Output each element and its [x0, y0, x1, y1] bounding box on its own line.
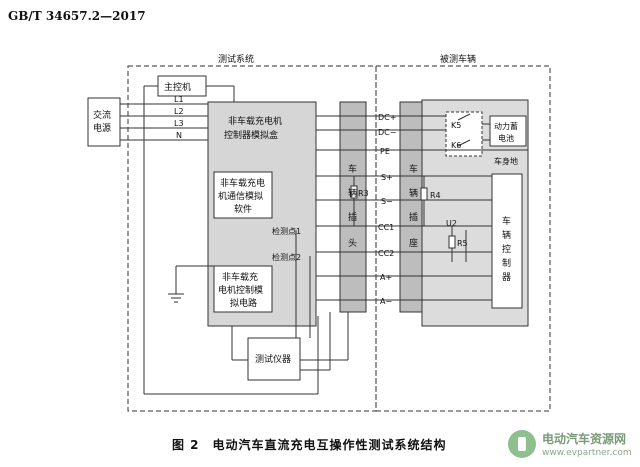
standard-number: GB/T 34657.2—2017 — [8, 9, 146, 23]
comm-software-label-2: 机通信模拟 — [218, 190, 263, 202]
control-circuit-box — [213, 265, 273, 313]
vehicle-controller-char-4: 制 — [502, 257, 511, 269]
plug-char-1: 车 — [348, 163, 357, 175]
vehicle-title: 被测车辆 — [440, 53, 476, 65]
watermark-logo-icon — [508, 430, 536, 458]
vehicle-controller-char-2: 辆 — [502, 229, 511, 241]
phase-n: N — [176, 131, 182, 140]
resistor-r5 — [448, 235, 456, 249]
battery-label-2: 电池 — [498, 133, 514, 143]
vehicle-plug-column — [339, 101, 367, 313]
signal-a-plus: A+ — [380, 273, 392, 282]
signal-cc2: CC2 — [378, 249, 394, 258]
chassis-ground-label: 车身地 — [494, 156, 518, 166]
vehicle-controller-char-5: 器 — [502, 272, 511, 283]
simulator-label-1: 非车载充电机 — [228, 115, 282, 127]
vehicle-controller-char-1: 车 — [502, 215, 511, 227]
test-instrument-label: 测试仪器 — [255, 353, 291, 365]
comm-software-label-1: 非车载充电 — [220, 177, 265, 189]
control-circuit-label-1: 非车载充 — [222, 271, 258, 283]
r3-label: R3 — [358, 189, 369, 198]
vehicle-controller-char-3: 控 — [502, 243, 511, 255]
signal-a-minus: A− — [380, 297, 392, 306]
k6-label: K6 — [451, 141, 461, 150]
control-circuit-label-2: 电机控制模 — [218, 284, 263, 296]
socket-char-2: 辆 — [409, 187, 418, 199]
plug-char-2: 辆 — [348, 187, 357, 199]
socket-char-3: 插 — [409, 211, 418, 223]
r4-label: R4 — [430, 191, 441, 200]
detection-point-1: 检测点1 — [272, 226, 301, 236]
k5-label: K5 — [451, 121, 461, 130]
plug-char-4: 头 — [348, 238, 357, 249]
signal-cc1: CC1 — [378, 223, 394, 232]
phase-l2: L2 — [174, 107, 184, 116]
vehicle-boundary — [375, 65, 551, 412]
signal-dc-plus: DC+ — [378, 113, 396, 122]
signal-s-minus: S− — [381, 197, 393, 206]
ac-source-box — [87, 97, 121, 147]
signal-bus — [316, 115, 528, 301]
socket-char-1: 车 — [409, 163, 418, 175]
ac-source-label-1: 交流 — [93, 109, 111, 121]
plug-char-3: 插 — [348, 211, 357, 223]
signal-s-plus: S+ — [381, 173, 393, 182]
battery-box — [489, 115, 527, 147]
vehicle-controller-box — [491, 173, 523, 309]
test-instrument-box — [247, 337, 301, 381]
watermark-url: www.evpartner.com — [542, 448, 632, 458]
ac-source-label-2: 电源 — [93, 122, 111, 134]
battery-label-1: 动力蓄 — [494, 121, 518, 131]
resistor-r4 — [420, 187, 428, 201]
figure-caption: 图 2 电动汽车直流充电互操作性测试系统结构 — [172, 438, 447, 452]
comm-software-box — [213, 171, 273, 219]
simulator-label-2: 控制器模拟盒 — [224, 129, 278, 141]
signal-dc-minus: DC− — [378, 128, 396, 137]
watermark-name: 电动汽车资源网 — [542, 432, 627, 446]
socket-char-4: 座 — [409, 237, 418, 249]
phase-l1: L1 — [174, 95, 184, 104]
phase-l3: L3 — [174, 119, 184, 128]
master-controller-label: 主控机 — [164, 81, 191, 93]
signal-pe: PE — [380, 147, 390, 156]
detection-point-2: 检测点2 — [272, 252, 301, 262]
test-system-title: 测试系统 — [218, 53, 254, 65]
relay-region — [445, 111, 483, 157]
watermark: 电动汽车资源网 www.evpartner.com — [506, 428, 640, 464]
u2-label: U2 — [446, 219, 457, 228]
control-circuit-label-3: 拟电路 — [230, 297, 257, 309]
comm-software-label-3: 软件 — [234, 203, 252, 215]
r5-label: R5 — [457, 239, 468, 248]
